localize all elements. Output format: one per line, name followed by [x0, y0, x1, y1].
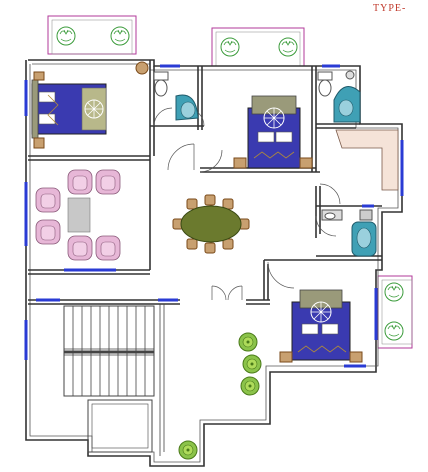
bed-icon [31, 71, 107, 149]
plant-icon [242, 354, 262, 374]
balcony-plant-icon [220, 37, 240, 57]
wc-icon [317, 70, 355, 97]
plant-icon [178, 440, 198, 460]
dining-table-icon [172, 194, 250, 254]
kitchen-counter [335, 129, 399, 191]
balcony-plant-icon [56, 26, 76, 46]
wc-icon [321, 209, 343, 221]
balcony-top-left [47, 15, 137, 55]
plan-title: TYPE- [373, 3, 407, 14]
bed-icon [279, 289, 363, 363]
bathtub-icon [175, 94, 199, 121]
stair-icon [63, 305, 155, 453]
bed-icon [233, 95, 313, 169]
sofa-icon [35, 169, 121, 261]
balcony-plant-icon [110, 26, 130, 46]
balcony-plant-icon [384, 321, 404, 341]
balcony-plant-icon [278, 37, 298, 57]
corridor-lines [159, 304, 165, 456]
bathtub-icon [333, 86, 361, 123]
plant-icon [240, 376, 260, 396]
windows [24, 64, 404, 368]
balcony-plant-icon [384, 282, 404, 302]
chair-icon [135, 61, 149, 75]
plant-icon [238, 332, 258, 352]
bathtub-icon [351, 209, 377, 257]
wc-icon [153, 71, 169, 97]
